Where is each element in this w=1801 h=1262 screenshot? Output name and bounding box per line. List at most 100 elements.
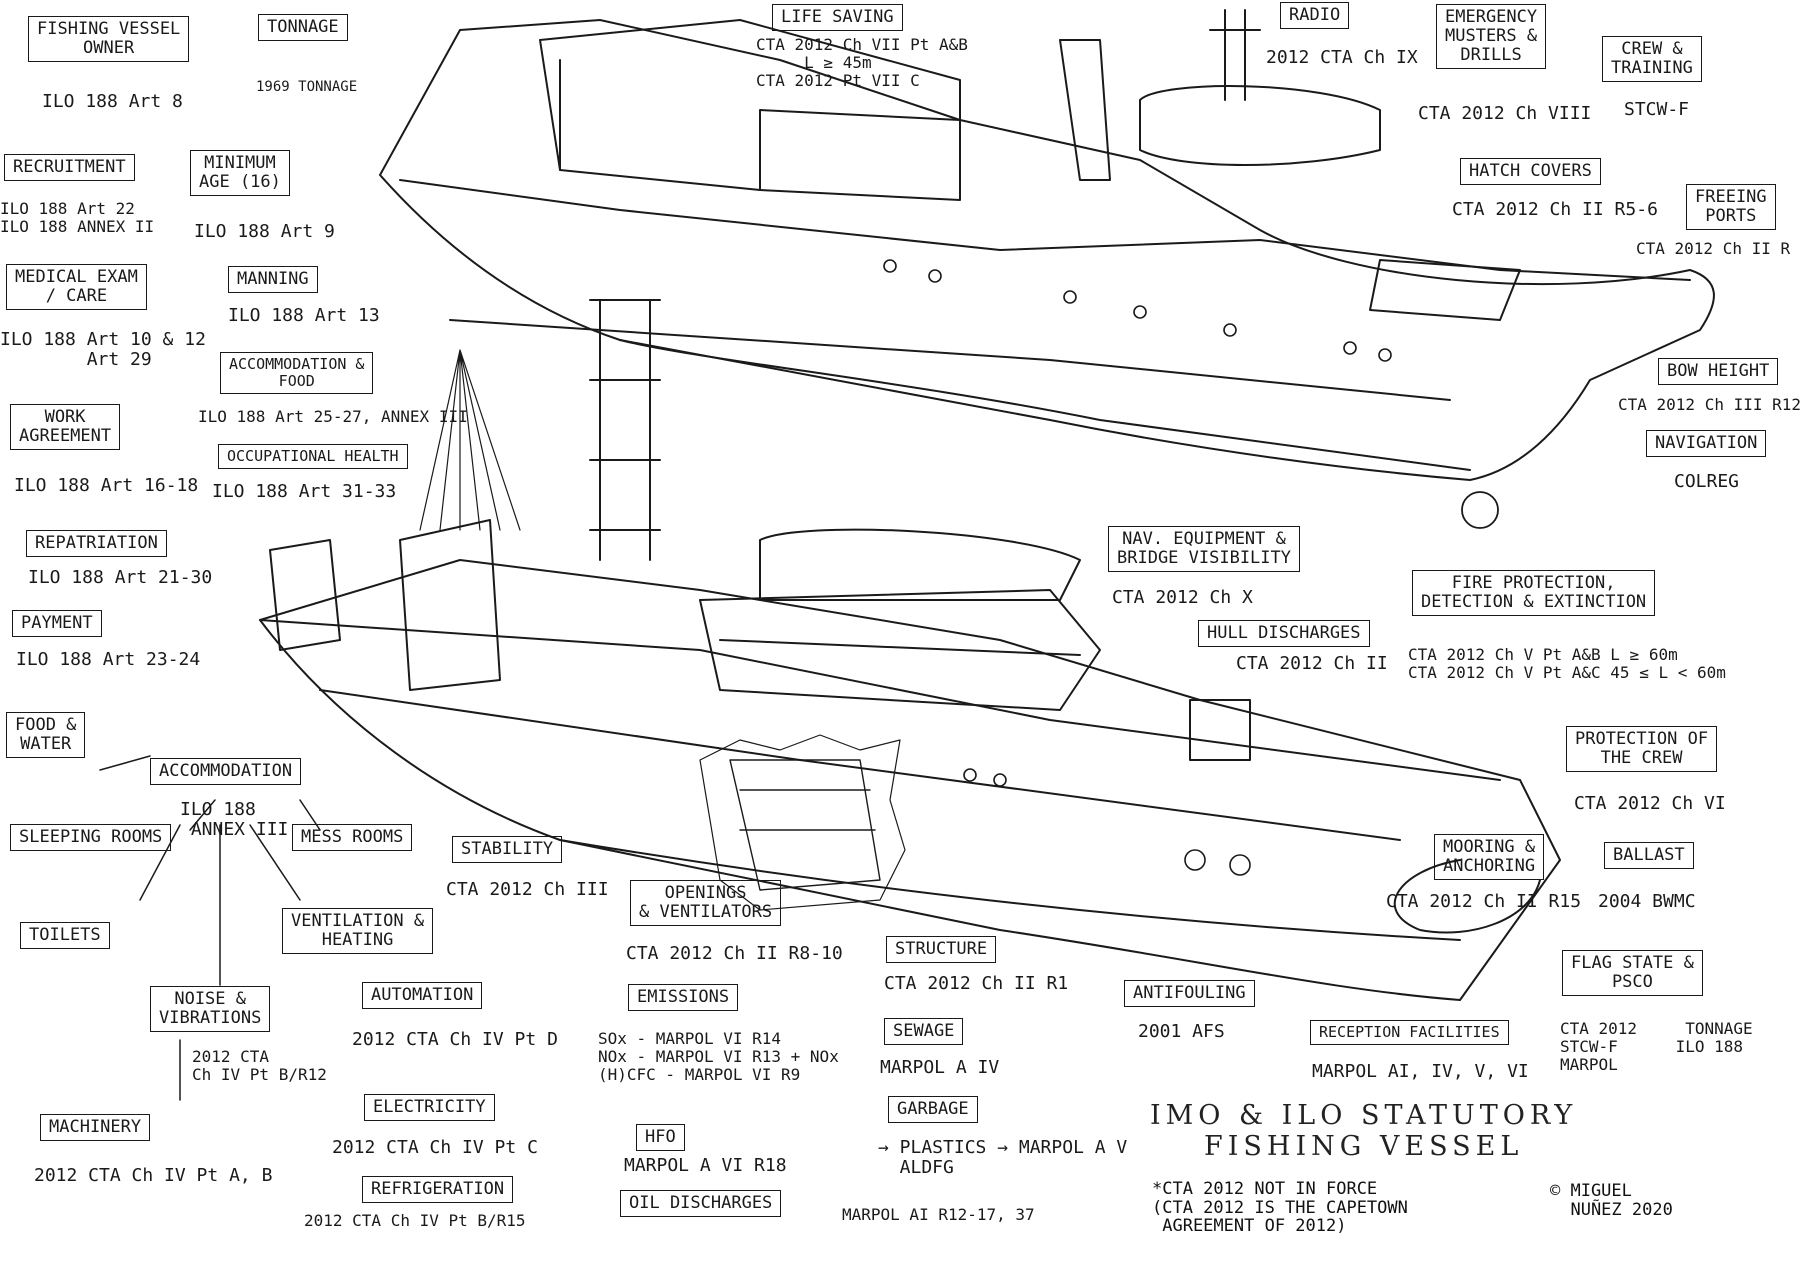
box-mooring-anchoring: MOORING & ANCHORING [1434,834,1545,881]
box-navigation: NAVIGATION [1646,430,1767,458]
box-noise-vibrations: NOISE & VIBRATIONS [150,986,271,1033]
ref-electricity: 2012 CTA Ch IV Pt C [332,1137,538,1158]
ref-antifouling: 2001 AFS [1138,1021,1225,1042]
box-fishing-vessel-owner: FISHING VESSEL OWNER [28,16,190,63]
upper-deck-line [399,179,1691,281]
upper-hull [379,19,1715,481]
box-repatriation: REPATRIATION [26,530,167,558]
box-toilets: TOILETS [20,922,110,950]
box-sewage: SEWAGE [884,1018,964,1046]
ref-stability: CTA 2012 Ch III [446,879,609,900]
ref-automation: 2012 CTA Ch IV Pt D [352,1029,558,1050]
box-payment: PAYMENT [12,610,102,638]
box-antifouling: ANTIFOULING [1124,980,1255,1008]
cutaway-outline [699,734,906,911]
ref-hull-discharges: CTA 2012 Ch II [1236,653,1388,674]
cutaway-fish-hold [729,759,881,891]
lower-keel [559,839,1461,941]
upper-bow-thruster [1461,491,1499,529]
box-ventilation-heating: VENTILATION & HEATING [282,908,434,955]
ref-machinery: 2012 CTA Ch IV Pt A, B [34,1165,273,1186]
box-fire-protection: FIRE PROTECTION, DETECTION & EXTINCTION [1412,570,1656,617]
diagram-title-line2: FISHING VESSEL [1204,1131,1524,1162]
ref-fishing-vessel-owner: ILO 188 Art 8 [42,91,183,112]
ref-manning: ILO 188 Art 13 [228,305,380,326]
ref-nav-equipment: CTA 2012 Ch X [1112,587,1253,608]
lower-bridge [759,528,1081,601]
box-manning: MANNING [228,266,318,294]
ref-refrigeration: 2012 CTA Ch IV Pt B/R15 [304,1211,526,1230]
box-automation: AUTOMATION [362,982,483,1010]
lower-funnel [399,519,501,691]
ref-accommodation-food: ILO 188 Art 25-27, ANNEX III [198,407,468,426]
ref-structure: CTA 2012 Ch II R1 [884,973,1069,994]
box-protection-crew: PROTECTION OF THE CREW [1566,726,1718,773]
ref-medical-exam: ILO 188 Art 10 & 12 Art 29 [0,329,206,371]
ref-hfo: MARPOL A VI R18 [624,1155,787,1176]
ref-ballast: 2004 BWMC [1598,891,1696,912]
box-openings-ventilators: OPENINGS & VENTILATORS [630,880,782,927]
upper-gantry [1059,39,1111,181]
box-accommodation-food: ACCOMMODATION & FOOD [220,352,374,394]
ref-life-saving: CTA 2012 Ch VII Pt A&B L ≥ 45m CTA 2012 … [756,35,968,90]
ref-openings-ventilators: CTA 2012 Ch II R8-10 [626,943,843,964]
box-oil-discharges: OIL DISCHARGES [620,1190,782,1218]
box-recruitment: RECRUITMENT [4,154,135,182]
box-mess-rooms: MESS ROOMS [292,824,413,852]
ref-navigation: COLREG [1674,471,1740,492]
ref-bow-height: CTA 2012 Ch III R12 [1618,395,1801,414]
box-medical-exam: MEDICAL EXAM / CARE [6,264,147,311]
box-emissions: EMISSIONS [628,984,739,1012]
upper-hatch [1369,259,1521,321]
cta-note: *CTA 2012 NOT IN FORCE (CTA 2012 IS THE … [1152,1179,1408,1237]
ref-garbage: → PLASTICS → MARPOL A V ALDFG [878,1137,1128,1179]
box-tonnage: TONNAGE [258,14,348,42]
box-nav-equipment: NAV. EQUIPMENT & BRIDGE VISIBILITY [1108,526,1300,573]
box-flag-state-psco: FLAG STATE & PSCO [1562,950,1703,997]
box-accommodation: ACCOMMODATION [150,758,302,786]
diagram-title-line1: IMO & ILO STATUTORY [1150,1100,1578,1131]
ref-oil-discharges: MARPOL AI R12-17, 37 [842,1205,1035,1224]
box-hatch-covers: HATCH COVERS [1460,158,1601,186]
box-stability: STABILITY [452,836,563,864]
ref-hatch-covers: CTA 2012 Ch II R5-6 [1452,199,1658,220]
ref-flag-state-psco: CTA 2012 TONNAGE STCW-F ILO 188 MARPOL [1560,1019,1753,1074]
lower-bow-bulb [1393,859,1541,934]
box-emergency-musters-drills: EMERGENCY MUSTERS & DRILLS [1436,4,1547,70]
ref-occupational-health: ILO 188 Art 31-33 [212,481,397,502]
ref-accommodation: ILO 188 ANNEX III [180,799,289,841]
ref-sewage: MARPOL A IV [880,1057,1000,1078]
box-reception-facilities: RECEPTION FACILITIES [1310,1020,1509,1045]
ref-reception-facilities: MARPOL AI, IV, V, VI [1312,1061,1529,1082]
box-crew-training: CREW & TRAINING [1602,36,1702,83]
box-food-water: FOOD & WATER [6,712,86,759]
ref-mooring-anchoring: CTA 2012 Ch II R15 [1386,891,1582,912]
box-life-saving: LIFE SAVING [772,4,903,32]
upper-portholes [883,259,1392,362]
ref-freeing-ports: CTA 2012 Ch II R [1636,239,1791,258]
ref-noise-vibrations: 2012 CTA Ch IV Pt B/R12 [192,1047,327,1084]
box-bow-height: BOW HEIGHT [1658,358,1779,386]
lower-hull [259,559,1561,1001]
box-ballast: BALLAST [1604,842,1694,870]
upper-mast [1209,9,1261,101]
ref-payment: ILO 188 Art 23-24 [16,649,201,670]
ref-recruitment: ILO 188 Art 22 ILO 188 ANNEX II [0,199,155,236]
ref-fire-protection: CTA 2012 Ch V Pt A&B L ≥ 60m CTA 2012 Ch… [1408,645,1726,682]
ref-crew-training: STCW-F [1624,99,1690,120]
ref-emissions: SOx - MARPOL VI R14 NOx - MARPOL VI R13 … [598,1029,839,1084]
ref-emergency-musters-drills: CTA 2012 Ch VIII [1418,103,1592,124]
box-work-agreement: WORK AGREEMENT [10,404,121,451]
box-hull-discharges: HULL DISCHARGES [1198,620,1370,648]
box-refrigeration: REFRIGERATION [362,1176,514,1204]
box-machinery: MACHINERY [40,1114,151,1142]
upper-bridge [1139,85,1381,166]
lower-gantry [269,539,341,651]
box-garbage: GARBAGE [888,1096,978,1124]
box-hfo: HFO [636,1124,685,1152]
box-minimum-age: MINIMUM AGE (16) [190,150,290,197]
diagram-title: IMO & ILO STATUTORY FISHING VESSEL [1150,1100,1577,1162]
ref-radio: 2012 CTA Ch IX [1266,47,1418,68]
copyright: © MIGUEL NUÑEZ 2020 [1550,1181,1673,1220]
